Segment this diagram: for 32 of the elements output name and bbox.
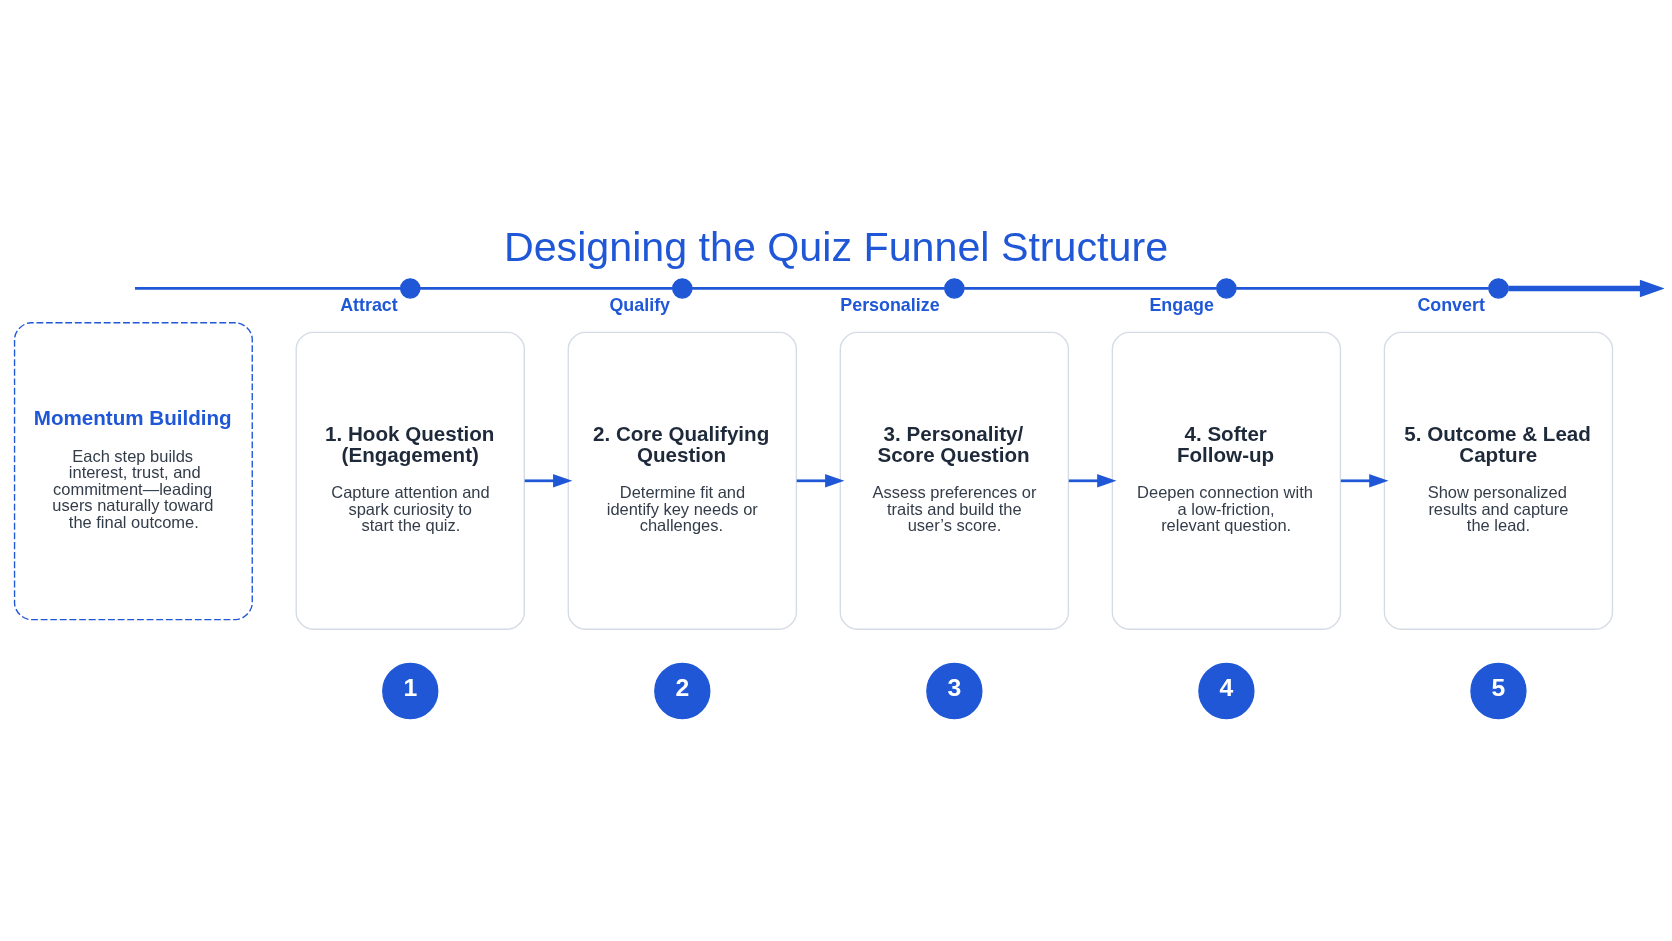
node-circle: 3	[926, 662, 983, 720]
arrow	[524, 474, 573, 488]
node-circle	[672, 278, 693, 299]
node-circle	[1216, 278, 1237, 299]
node-label: Convert	[1417, 294, 1485, 315]
node-label: Attract	[340, 294, 398, 315]
node-box: Momentum Building Each step builds interest, trust, and commitment—leading users naturally toward the final outcome.	[13, 322, 253, 621]
node-box: 2. Core Qualifying Question Determine fit and identify key needs or challenges.	[567, 331, 798, 630]
node-circle: 2	[654, 662, 711, 720]
arrow	[796, 474, 845, 488]
arrow	[1340, 474, 1389, 488]
node-box: 3. Personality/ Score Question Assess preferences or traits and build the user’s score.	[839, 331, 1070, 630]
node-label: Qualify	[609, 294, 671, 315]
node-circle: 4	[1198, 662, 1255, 720]
node-box: 5. Outcome & Lead Capture Show personalized results and capture the lead.	[1383, 331, 1614, 630]
node-circle	[944, 278, 965, 299]
connector	[420, 287, 673, 290]
node-circle: 5	[1470, 662, 1527, 720]
arrow	[1508, 279, 1664, 298]
node-circle: 1	[382, 662, 439, 720]
connector	[1236, 287, 1489, 290]
diagram-title: Designing the Quiz Funnel Structure	[503, 223, 1169, 270]
node-box: 1. Hook Question (Engagement) Capture attention and spark curiosity to start the quiz.	[295, 331, 525, 630]
node-circle	[399, 278, 421, 299]
node-box: 4. Softer Follow-up Deepen connection with a low-friction, relevant question.	[1111, 331, 1342, 630]
arrow	[1068, 474, 1117, 488]
node-label: Personalize	[840, 294, 940, 315]
node-label: Engage	[1149, 294, 1214, 315]
connector	[964, 287, 1217, 290]
connector	[134, 287, 401, 290]
connector	[692, 287, 945, 290]
node-circle	[1488, 278, 1509, 299]
